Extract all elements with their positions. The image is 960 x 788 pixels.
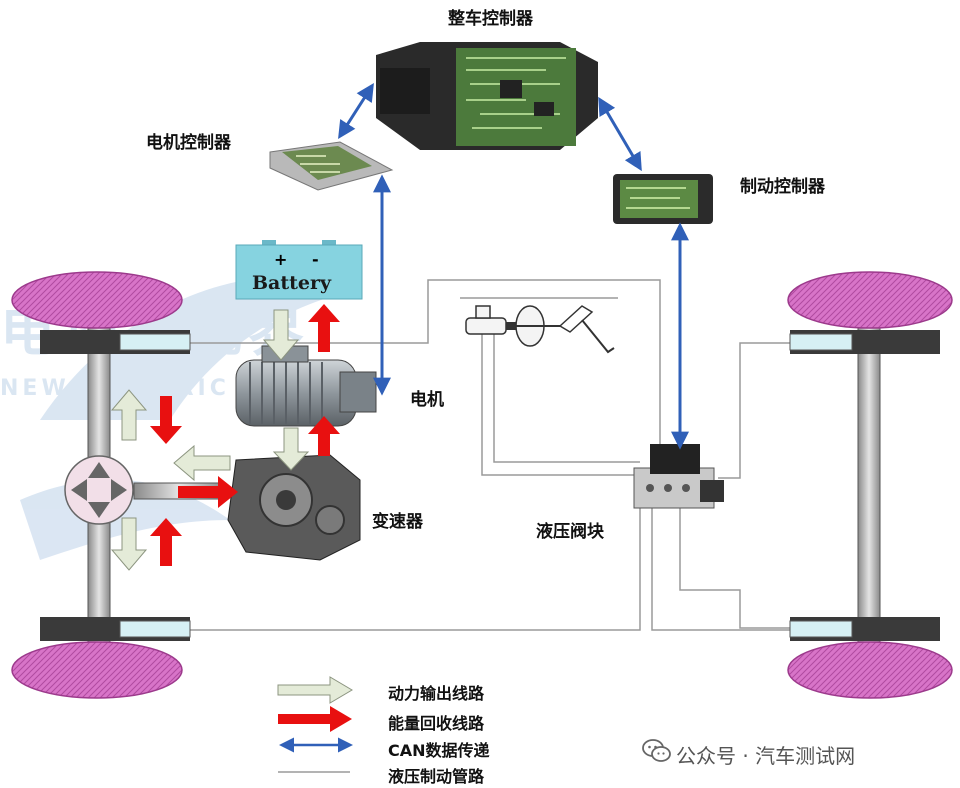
hydraulic-valve-block-unit <box>633 444 724 509</box>
recovery-arrow-front-to-diff <box>150 396 182 444</box>
vehicle-controller-label: 整车控制器 <box>448 9 533 29</box>
can-data-lines <box>338 82 689 450</box>
power-arrow-transmission-to-diff <box>173 444 231 482</box>
power-arrow-motor-to-transmission <box>272 427 310 471</box>
watermark-text: 公众号 · 汽车测试网 <box>676 744 856 768</box>
recovery-arrow-diff-to-transmission <box>178 476 238 508</box>
brake-controller-unit <box>613 174 713 224</box>
legend-can-data-label: CAN数据传递 <box>388 741 490 760</box>
brake-controller-label: 制动控制器 <box>740 177 825 197</box>
left-front-tire <box>11 271 183 329</box>
hydraulic-brake-lines <box>190 279 790 631</box>
battery-minus-label: - <box>312 250 319 269</box>
left-front-brake-caliper <box>119 333 191 351</box>
legend-energy-swatch <box>278 706 352 732</box>
can-link-motorctrl-vcu <box>338 82 374 140</box>
vehicle-controller-unit <box>376 42 598 150</box>
battery-unit <box>235 240 363 300</box>
right-rear-tire <box>787 641 953 699</box>
recovery-arrow-motor-to-battery <box>308 304 340 352</box>
right-front-brake-caliper <box>789 333 853 351</box>
legend-power-output-label: 动力输出线路 <box>388 684 485 703</box>
recovery-arrow-transmission-to-motor <box>308 416 340 456</box>
recovery-arrow-rear-to-diff <box>150 518 182 566</box>
legend-power-swatch <box>277 676 353 704</box>
can-link-vcu-brakectrl <box>598 96 642 172</box>
legend-hydraulic-brake-label: 液压制动管路 <box>388 767 485 786</box>
power-arrow-diff-to-front <box>110 389 148 441</box>
power-output-arrows <box>110 309 310 571</box>
right-axle-assembly <box>787 271 953 699</box>
power-arrow-diff-to-rear <box>110 517 148 571</box>
right-front-tire <box>787 271 953 329</box>
right-axle-shaft <box>857 301 881 663</box>
hydraulic-valve-block-label: 液压阀块 <box>536 522 604 542</box>
legend-energy-recovery-label: 能量回收线路 <box>388 714 485 733</box>
motor-controller-label: 电机控制器 <box>146 133 231 153</box>
motor-label: 电机 <box>410 390 444 410</box>
motor-controller-unit <box>269 141 394 191</box>
brake-pedal-master-cylinder <box>465 305 615 354</box>
wechat-icon <box>642 739 671 762</box>
battery-label: Battery <box>252 272 332 294</box>
transmission-label: 变速器 <box>372 512 423 532</box>
battery-plus-label: + <box>274 250 288 269</box>
left-rear-tire <box>11 641 183 699</box>
legend <box>277 676 353 773</box>
energy-recovery-arrows <box>150 304 340 566</box>
svg-text:NEW ELECTRIC: NEW ELECTRIC <box>0 376 230 401</box>
electric-motor-unit <box>235 345 377 427</box>
right-rear-brake-caliper <box>789 620 853 638</box>
transmission-unit <box>227 454 361 561</box>
power-arrow-battery-to-motor <box>262 309 300 361</box>
left-rear-brake-caliper <box>119 620 191 638</box>
